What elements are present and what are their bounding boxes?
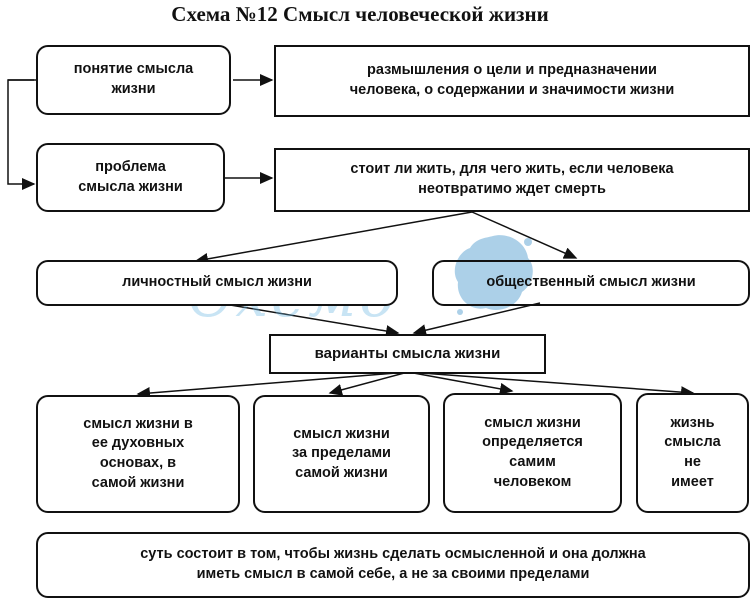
- arrow-social-variants: [412, 302, 541, 337]
- arrow-v2: [328, 371, 409, 396]
- diagram-title: Схема №12 Смысл человеческой жизни: [171, 2, 549, 26]
- arrow-v1: [136, 371, 409, 400]
- box-variant-beyond-life: смысл жизни за пределами самой жизни: [253, 395, 430, 513]
- arrow-to-personal: [194, 211, 473, 265]
- box-conclusion: суть состоит в том, чтобы жизнь сделать …: [36, 532, 750, 598]
- box-variants: варианты смысла жизни: [269, 334, 546, 374]
- left-bracket: [7, 79, 36, 190]
- arrow-to-social: [471, 211, 578, 259]
- box-variant-self-defined: смысл жизни определяется самим человеком: [443, 393, 622, 513]
- box-concept-description: размышления о цели и предназначении чело…: [274, 45, 750, 117]
- box-problem: проблема смысла жизни: [36, 143, 225, 212]
- box-variant-spiritual: смысл жизни в ее духовных основах, в сам…: [36, 395, 240, 513]
- box-personal-meaning: личностный смысл жизни: [36, 260, 398, 306]
- box-problem-description: стоит ли жить, для чего жить, если челов…: [274, 148, 750, 212]
- arrow-v4: [407, 371, 695, 399]
- box-concept: понятие смысла жизни: [36, 45, 231, 115]
- box-social-meaning: общественный смысл жизни: [432, 260, 750, 306]
- box-variant-no-meaning: жизнь смысла не имеет: [636, 393, 749, 513]
- arrow-v3: [407, 371, 514, 395]
